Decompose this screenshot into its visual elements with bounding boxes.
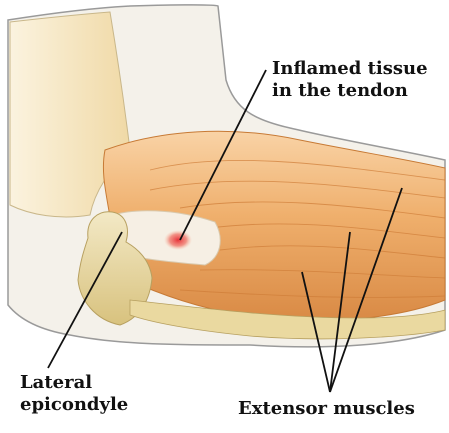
label-inflamed-line-2: in the tendon [272, 80, 428, 102]
inflammation-spot [164, 230, 192, 250]
label-inflamed-tissue: Inflamed tissue in the tendon [272, 58, 428, 102]
label-extensor-muscles: Extensor muscles [238, 398, 415, 420]
label-lateral-line-2: epicondyle [20, 394, 128, 416]
label-inflamed-line-1: Inflamed tissue [272, 58, 428, 80]
label-lateral-line-1: Lateral [20, 372, 128, 394]
label-lateral-epicondyle: Lateral epicondyle [20, 372, 128, 416]
